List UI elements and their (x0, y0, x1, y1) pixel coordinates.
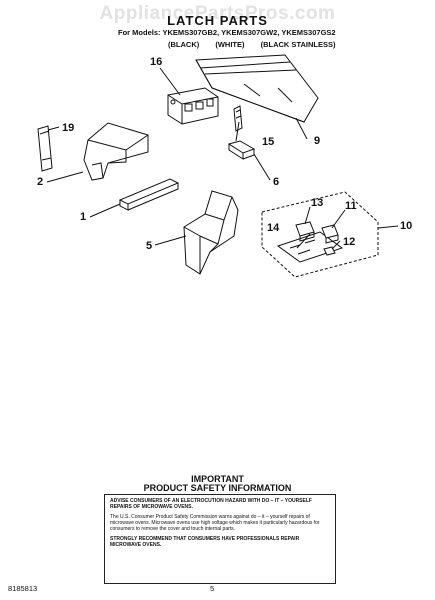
callout-15: 15 (262, 136, 275, 148)
callout-16: 16 (150, 56, 163, 68)
part-9-latch-bracket (195, 54, 319, 123)
part-5-bracket (183, 190, 239, 275)
part-10-assembly-box (261, 191, 379, 278)
part-16-switch-assembly (167, 87, 219, 125)
part-19-strip (37, 125, 53, 172)
safety-info-box: ADVISE CONSUMERS OF AN ELECTROCUTION HAZ… (104, 494, 336, 584)
leader-lines (46, 67, 399, 250)
color-black-stainless: (BLACK STAINLESS) (260, 40, 336, 49)
callout-12: 12 (343, 236, 356, 248)
safety-para-1: ADVISE CONSUMERS OF AN ELECTROCUTION HAZ… (110, 498, 312, 510)
part-2-cover (83, 122, 149, 181)
part-1-bar (118, 178, 180, 211)
callout-2: 2 (37, 176, 44, 188)
safety-para-3: STRONGLY RECOMMEND THAT CONSUMERS HAVE P… (110, 536, 300, 548)
color-black: (BLACK) (168, 40, 200, 49)
part-15-actuator (233, 105, 243, 132)
part-11-switch (321, 224, 339, 244)
callout-11: 11 (345, 200, 357, 212)
callout-14: 14 (267, 222, 280, 234)
color-variants: (BLACK) (WHITE) (BLACK STAINLESS) (168, 40, 349, 49)
callout-5: 5 (146, 240, 153, 252)
watermark: AppliancePartsPros.com (99, 3, 336, 24)
page-title: LATCH PARTS (167, 13, 268, 28)
part-6-block (227, 140, 256, 160)
callout-6: 6 (273, 176, 280, 188)
callout-19: 19 (62, 122, 75, 134)
models-line: For Models: YKEMS307GB2, YKEMS307GW2, YK… (118, 28, 336, 37)
exploded-parts-diagram (37, 54, 399, 278)
callout-9: 9 (314, 135, 321, 147)
document-number: 8185813 (8, 584, 38, 593)
color-white: (WHITE) (215, 40, 245, 49)
important-title: IMPORTANT (191, 474, 244, 484)
important-heading: IMPORTANT PRODUCT SAFETY INFORMATION (0, 475, 435, 493)
page-number: 5 (210, 584, 215, 593)
callout-10: 10 (400, 220, 413, 232)
callout-1: 1 (80, 211, 87, 223)
important-subtitle: PRODUCT SAFETY INFORMATION (143, 483, 292, 493)
callout-13: 13 (311, 197, 324, 209)
safety-para-2: The U.S. Consumer Product Safety Commiss… (110, 514, 320, 532)
